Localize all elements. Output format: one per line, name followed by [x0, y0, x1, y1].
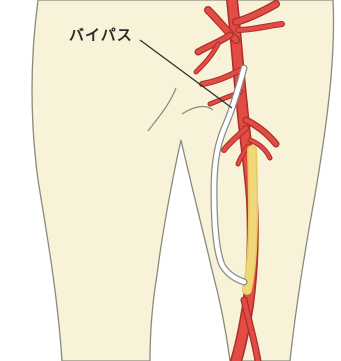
legs-body	[32, 0, 334, 361]
bypass-label: バイパス	[69, 26, 133, 44]
leg-silhouette	[32, 0, 334, 361]
